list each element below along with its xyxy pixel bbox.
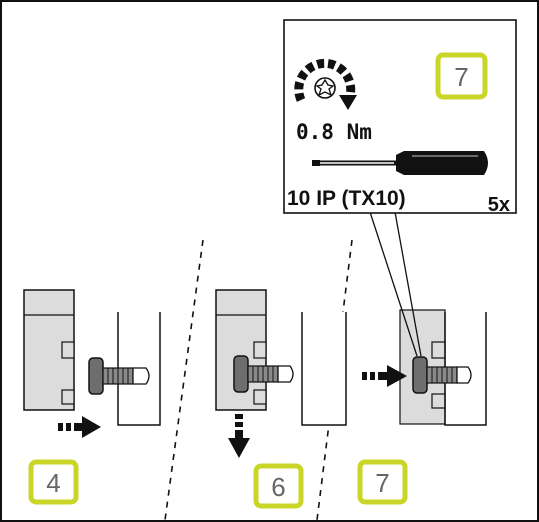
screw-icon (88, 357, 150, 395)
separator-left (164, 239, 204, 521)
panel-step-6 (215, 289, 347, 458)
quantity: 5x (488, 194, 510, 216)
tool-size: 10 IP (TX10) (287, 187, 406, 210)
screw-icon (233, 355, 294, 393)
pull-down-arrow-icon (228, 414, 250, 458)
torque-value: 0.8 Nm (296, 120, 372, 144)
screw-icon (412, 356, 472, 394)
callout-box: 7 0.8 Nm 10 IP (TX10) 5x (283, 19, 517, 216)
callout-leader (369, 211, 418, 357)
torx-rotation-icon (294, 58, 357, 110)
callout-step-badge: 7 (435, 52, 488, 100)
step-number-4: 4 (46, 468, 60, 498)
push-arrow-icon (362, 365, 407, 387)
step-number-7: 7 (375, 468, 389, 498)
step-number-6: 6 (271, 472, 285, 502)
callout-leader (394, 211, 422, 357)
step-badge-6: 6 (253, 463, 304, 509)
step-badge-4: 4 (28, 459, 79, 505)
step-badge-7: 7 (357, 459, 408, 505)
push-arrow-icon (58, 416, 101, 438)
panel-step-4 (23, 289, 161, 438)
screwdriver-icon (312, 151, 488, 175)
panel-step-7 (362, 309, 487, 426)
callout-step-number: 7 (454, 62, 468, 92)
